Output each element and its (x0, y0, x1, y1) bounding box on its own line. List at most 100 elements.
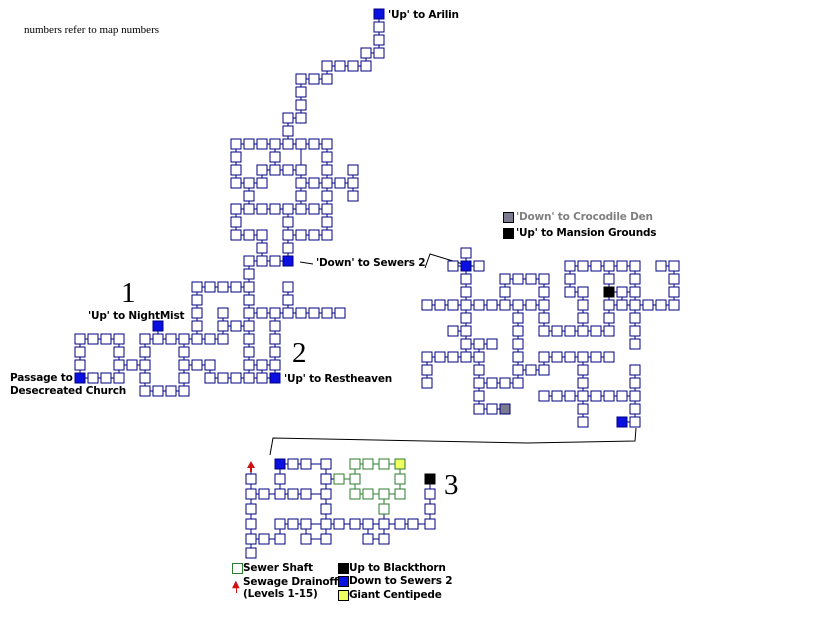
room (295, 229, 307, 241)
room (347, 164, 359, 176)
room (320, 533, 332, 545)
room (243, 255, 255, 267)
crocodile-den-swatch (503, 212, 514, 223)
room (269, 333, 281, 345)
room (191, 320, 203, 332)
room (538, 299, 550, 311)
room (295, 190, 307, 202)
room (274, 533, 286, 545)
room (512, 325, 524, 337)
room-sewer-shaft (349, 473, 361, 485)
room (447, 299, 459, 311)
room (191, 281, 203, 293)
room (230, 229, 242, 241)
room (282, 138, 294, 150)
room (447, 325, 459, 337)
down-sewers-2-swatch (338, 576, 349, 587)
room (300, 533, 312, 545)
room (295, 164, 307, 176)
room (287, 458, 299, 470)
room (87, 333, 99, 345)
room (113, 333, 125, 345)
connector-line-sewers-2-label (299, 261, 314, 265)
room (87, 372, 99, 384)
room (499, 377, 511, 389)
room (282, 164, 294, 176)
room (269, 346, 281, 358)
room (629, 377, 641, 389)
room (243, 294, 255, 306)
room (191, 307, 203, 319)
room (512, 312, 524, 324)
room (525, 299, 537, 311)
room (217, 333, 229, 345)
room (256, 164, 268, 176)
legend-mansion-grounds: 'Up' to Mansion Grounds (516, 227, 657, 239)
room (308, 203, 320, 215)
room (629, 299, 641, 311)
room (243, 333, 255, 345)
drainoff-arrow-stem (236, 588, 237, 593)
room (347, 60, 359, 72)
room (629, 416, 641, 428)
room (551, 351, 563, 363)
room (295, 177, 307, 189)
room (191, 359, 203, 371)
room (473, 351, 485, 363)
room (538, 351, 550, 363)
legend-drainoff-levels: (Levels 1-15) (243, 588, 318, 600)
room (629, 260, 641, 272)
room (629, 338, 641, 350)
room (139, 359, 151, 371)
room (139, 385, 151, 397)
legend-sewage-drainoff: Sewage Drainoff (243, 576, 339, 588)
room (300, 458, 312, 470)
room (230, 151, 242, 163)
giant-centipede-swatch (338, 590, 349, 601)
legend-sewer-shaft: Sewer Shaft (243, 562, 313, 574)
room-up-to-restheaven (269, 372, 281, 384)
room (321, 60, 333, 72)
room (616, 286, 628, 298)
room (274, 488, 286, 500)
room (512, 338, 524, 350)
room (230, 320, 242, 332)
room (295, 99, 307, 111)
room (447, 351, 459, 363)
room (512, 273, 524, 285)
room (243, 177, 255, 189)
room (321, 203, 333, 215)
room (256, 372, 268, 384)
blackthorn-swatch (338, 563, 349, 574)
room (295, 112, 307, 124)
room (577, 299, 589, 311)
room (230, 164, 242, 176)
room (230, 177, 242, 189)
room (113, 346, 125, 358)
room (243, 346, 255, 358)
room (258, 533, 270, 545)
room (486, 377, 498, 389)
room (256, 242, 268, 254)
room (308, 307, 320, 319)
room (460, 299, 472, 311)
room (243, 138, 255, 150)
room (577, 312, 589, 324)
room (320, 473, 332, 485)
room-sewer-shaft (378, 488, 390, 500)
room (362, 518, 374, 530)
room (178, 333, 190, 345)
room (603, 325, 615, 337)
sewer-shaft-swatch (232, 563, 243, 574)
room (577, 416, 589, 428)
legend-crocodile-den: 'Down' to Crocodile Den (516, 211, 653, 223)
room (334, 307, 346, 319)
room (308, 177, 320, 189)
room (230, 216, 242, 228)
room (424, 518, 436, 530)
room (499, 299, 511, 311)
room (282, 307, 294, 319)
room (486, 403, 498, 415)
room (204, 372, 216, 384)
room (486, 299, 498, 311)
